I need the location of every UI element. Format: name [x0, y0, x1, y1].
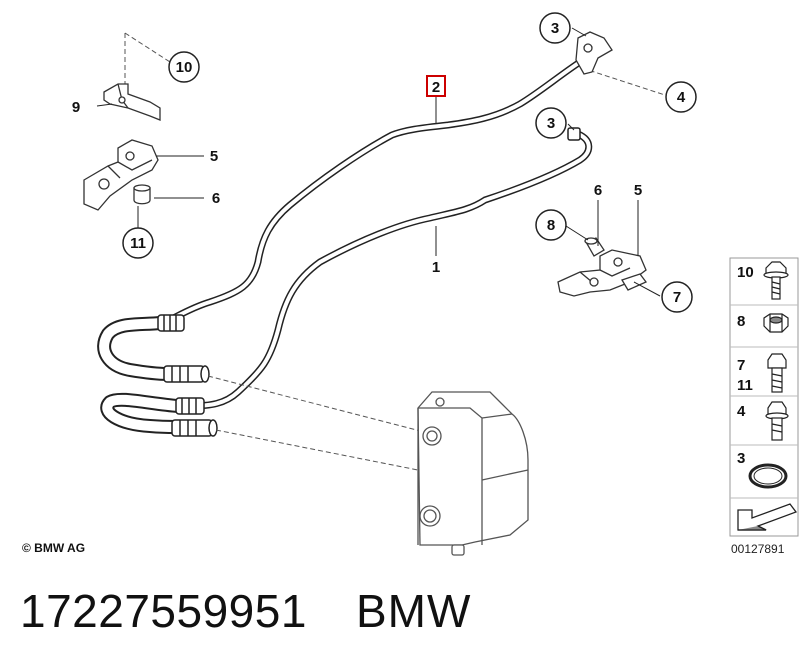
- oil-cooler-body: [417, 391, 529, 546]
- svg-text:7: 7: [737, 357, 745, 374]
- bolt-collar-icon: [765, 401, 789, 441]
- oil-cooler: [417, 391, 529, 556]
- callout-7[interactable]: 7: [661, 281, 693, 313]
- bolt-hex-icon: [767, 353, 787, 393]
- o-ring-icon: [748, 463, 788, 489]
- pipe-2-inner: [163, 58, 585, 324]
- hose-fittings: [157, 127, 581, 437]
- svg-text:10: 10: [176, 59, 193, 76]
- callout-8[interactable]: 8: [535, 209, 567, 241]
- nut-icon: [763, 313, 789, 333]
- cooler-mount-tab: [451, 544, 465, 556]
- svg-text:7: 7: [673, 289, 681, 306]
- callout-4[interactable]: 4: [665, 81, 697, 113]
- legend-item-8[interactable]: 8: [737, 313, 789, 333]
- legend-item-4[interactable]: 4: [737, 401, 789, 441]
- legend-item-10[interactable]: 10: [737, 261, 789, 300]
- label-1[interactable]: 1: [432, 259, 440, 276]
- svg-text:3: 3: [551, 20, 559, 37]
- callout-3-mid[interactable]: 3: [535, 107, 567, 139]
- svg-text:11: 11: [737, 377, 753, 394]
- label-6-right[interactable]: 6: [594, 182, 602, 199]
- oil-cooler-lines: [97, 56, 593, 434]
- svg-text:2: 2: [432, 79, 440, 96]
- svg-text:8: 8: [737, 313, 745, 330]
- label-6-left[interactable]: 6: [212, 190, 220, 207]
- oil-cooler-side: [481, 413, 529, 481]
- pipe-1-end-fitting: [567, 127, 581, 141]
- part-number: 17227559951: [20, 585, 307, 637]
- svg-text:4: 4: [737, 403, 746, 420]
- fitting-upper-hose-end: [163, 365, 210, 383]
- callout-11[interactable]: 11: [122, 227, 154, 259]
- bracket-top-right: [575, 31, 613, 75]
- svg-text:11: 11: [130, 235, 146, 252]
- legend-item-7-11[interactable]: 7 11: [737, 353, 787, 394]
- hose-upper-inner: [99, 318, 173, 379]
- label-5-right[interactable]: 5: [634, 182, 642, 199]
- clamp-assembly-right: [557, 249, 648, 297]
- oil-cooler-face: [417, 407, 483, 545]
- pipe-1-inner: [188, 132, 591, 408]
- legend-item-3[interactable]: 3: [737, 450, 788, 489]
- leader-dashes: [124, 32, 669, 473]
- callout-3-top[interactable]: 3: [539, 12, 571, 44]
- pipe-1-outline: [186, 130, 593, 410]
- leader-lines: [96, 27, 661, 297]
- fitting-upper-pipe: [157, 314, 185, 332]
- label-9[interactable]: 9: [72, 99, 80, 116]
- highlight-box: [426, 75, 446, 97]
- callout-10[interactable]: 10: [168, 51, 200, 83]
- clamp-assembly-left: [83, 139, 159, 211]
- svg-text:3: 3: [737, 450, 745, 467]
- legend-panel: 10 8 7 11 4: [729, 257, 799, 537]
- fitting-lower-hose-end: [171, 419, 218, 437]
- arrow-icon: [737, 503, 798, 531]
- bracket-upper-left: [103, 83, 161, 121]
- svg-text:8: 8: [547, 217, 555, 234]
- bolt-flange-icon: [763, 261, 789, 300]
- svg-text:3: 3: [547, 115, 555, 132]
- callout-2-highlighted[interactable]: 2: [426, 75, 446, 97]
- brand-name: BMW: [356, 585, 472, 637]
- bushing-left: [133, 184, 151, 205]
- fitting-lower-pipe: [175, 397, 205, 415]
- svg-text:10: 10: [737, 264, 754, 281]
- label-5-left[interactable]: 5: [210, 148, 218, 165]
- bushing-right: [584, 237, 605, 257]
- hose-lower-inner: [102, 394, 183, 432]
- svg-text:4: 4: [677, 89, 686, 106]
- copyright-text: © BMW AG: [22, 541, 86, 555]
- diagram-reference-number: 00127891: [731, 542, 785, 556]
